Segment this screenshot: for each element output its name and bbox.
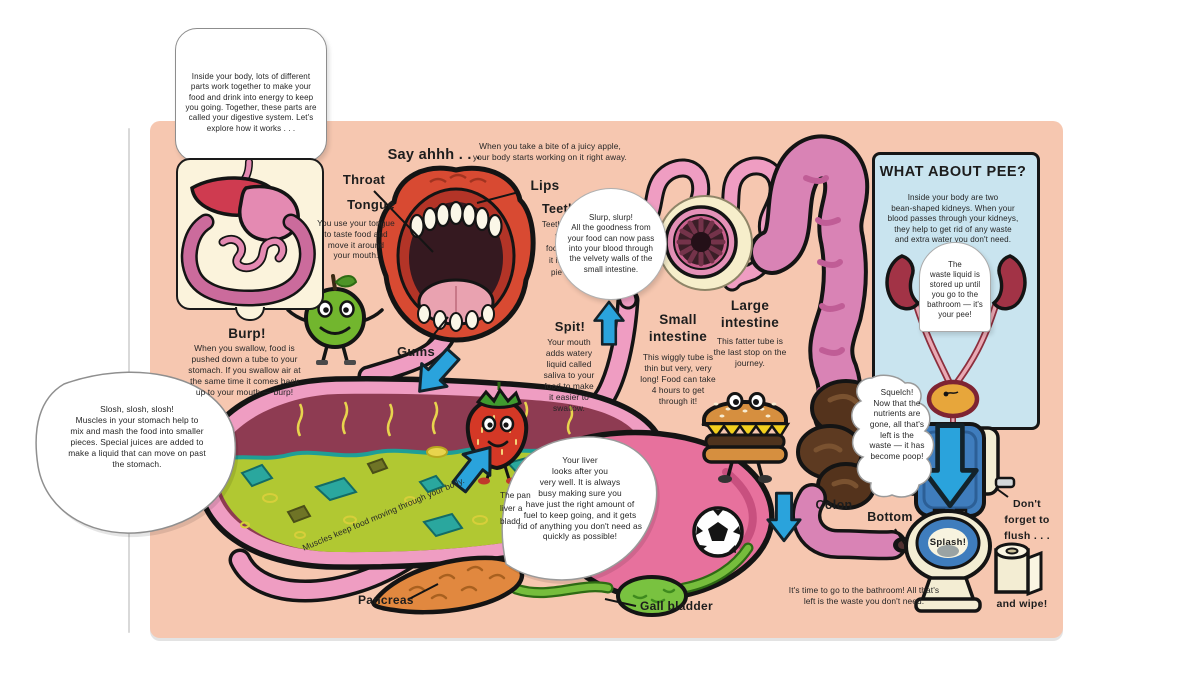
large-intestine-heading: Large intestine	[720, 298, 780, 330]
book-spine-edge	[128, 128, 130, 633]
spit-text: Your mouth adds watery liquid called sal…	[543, 337, 595, 413]
tongue-text: You use your tongue to taste food and mo…	[317, 218, 395, 261]
spit-heading: Spit!	[554, 319, 586, 334]
throat-label: Throat	[342, 172, 386, 187]
bite-note: When you take a bite of a juicy apple, y…	[473, 141, 627, 162]
small-intestine-heading: Small intestine	[648, 312, 708, 344]
splash-label: Splash!	[929, 537, 967, 548]
mini-stomach	[238, 184, 300, 242]
pancreas-label: Pancreas	[358, 593, 414, 607]
bottom-label: Bottom	[867, 510, 913, 524]
slosh-flap-text: Slosh, slosh, slosh! Muscles in your sto…	[68, 404, 206, 469]
waste-liquid-flap-text: The waste liquid is stored up until you …	[927, 259, 983, 320]
lips-label: Lips	[530, 178, 560, 193]
burp-text: When you swallow, food is pushed down a …	[188, 343, 301, 397]
slurp-flap-text: Slurp, slurp! All the goodness from your…	[567, 212, 655, 274]
intro-flap: Inside your body, lots of different part…	[175, 28, 327, 162]
pee-box-text: Inside your body are two bean-shaped kid…	[887, 193, 1019, 245]
small-intestine-text: This wiggly tube is thin but very, very …	[640, 352, 716, 406]
flush-note: Don't forget to flush . . .	[1004, 498, 1050, 542]
pee-box-title: WHAT ABOUT PEE?	[879, 164, 1027, 180]
liver-hidden-text: The pan liver a bladd	[500, 491, 531, 527]
intro-flap-text: Inside your body, lots of different part…	[185, 71, 317, 133]
liver-flap-text: Your liver looks after you very well. It…	[517, 455, 643, 542]
tongue-label: Tongue	[347, 197, 395, 212]
burp-heading: Burp!	[228, 326, 266, 341]
large-intestine-text: This fatter tube is the last stop on the…	[713, 336, 787, 368]
digestive-diagram	[180, 160, 316, 307]
colon-label: Colon	[815, 498, 853, 512]
say-ahhh-label: Say ahhh . . .	[387, 147, 481, 163]
gums-label: Gums	[396, 344, 436, 359]
body-diagram-flap	[176, 158, 324, 321]
squelch-flap-text: Squelch! Now that the nutrients are gone…	[869, 388, 925, 461]
wipe-note: and wipe!	[996, 598, 1048, 610]
gall-bladder-label: Gall bladder	[640, 599, 713, 613]
slurp-flap: Slurp, slurp! All the goodness from your…	[555, 188, 667, 300]
waste-liquid-flap: The waste liquid is stored up until you …	[919, 242, 991, 332]
bathroom-note: It's time to go to the bathroom! All tha…	[788, 585, 940, 606]
